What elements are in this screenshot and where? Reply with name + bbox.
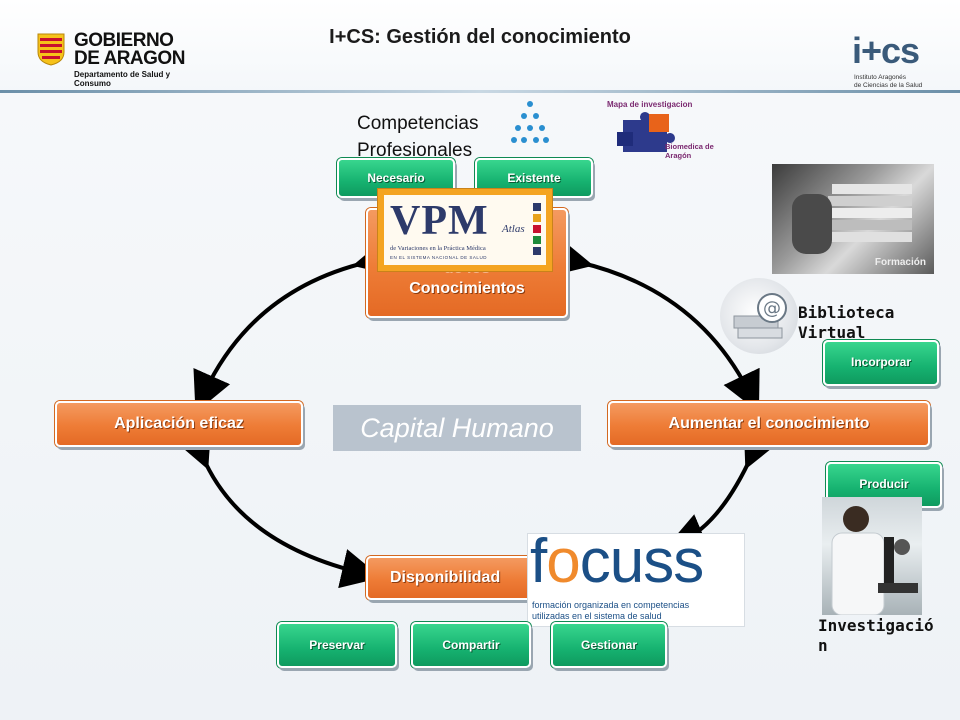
arrow-bottom-left: [174, 425, 382, 589]
incorporar-button[interactable]: Incorporar: [823, 340, 939, 386]
formacion-caption: Formación: [874, 257, 926, 268]
vpm-atlas-word: Atlas: [502, 223, 525, 235]
capital-humano-label: Capital Humano: [333, 405, 581, 451]
header-divider: [0, 90, 960, 93]
formacion-photo: Formación: [772, 164, 934, 274]
vpm-subtitle: de Variaciones en la Práctica Médica: [390, 245, 486, 252]
mapa-logo-line2: Biomedica de Aragón: [665, 142, 714, 160]
compartir-label: Compartir: [442, 638, 500, 652]
gobierno-logo-line3: Departamento de Salud y Consumo: [74, 70, 171, 88]
investigacion-label: Investigació n: [818, 616, 958, 656]
focuss-tagline1: formación organizada en competencias: [532, 600, 690, 610]
vpm-logo-panel: VPM Atlas de Variaciones en la Práctica …: [384, 195, 546, 265]
preservar-label: Preservar: [309, 638, 365, 652]
compartir-button[interactable]: Compartir: [411, 622, 531, 668]
vpm-word: VPM: [390, 198, 489, 244]
investigacion-line2: n: [818, 636, 828, 655]
biblioteca-line1: Biblioteca: [798, 303, 895, 322]
gestionar-button[interactable]: Gestionar: [551, 622, 667, 668]
gobierno-logo-line1: GOBIERNO: [74, 30, 174, 51]
focuss-logo: focuss formación organizada en competenc…: [527, 527, 745, 627]
incorporar-label: Incorporar: [850, 355, 911, 369]
existente-label: Existente: [507, 171, 561, 185]
focuss-word: focuss: [530, 526, 704, 597]
focuss-word-rest: cuss: [579, 527, 704, 596]
competencias-label: Competencias Profesionales: [357, 110, 478, 164]
vpm-atlas-logo: VPM Atlas de Variaciones en la Práctica …: [377, 188, 553, 272]
vpm-subtitle2: EN EL SISTEMA NACIONAL DE SALUD: [390, 255, 487, 260]
biblioteca-virtual-icon: @: [720, 278, 798, 354]
books-stack-icon: [792, 184, 912, 254]
focuss-word-f: f: [530, 527, 547, 596]
biblioteca-line2: Virtual: [798, 323, 866, 342]
gobierno-logo-line2: DE ARAGON: [74, 48, 185, 69]
mapa-logo-line1: Mapa de investigacion: [607, 100, 693, 109]
ics-logo-sub2: de Ciencias de la Salud: [854, 82, 923, 89]
competencias-line1: Competencias: [357, 113, 479, 134]
gobierno-aragon-logo: GOBIERNO DE ARAGON Departamento de Salud…: [36, 30, 196, 88]
gestionar-label: Gestionar: [580, 638, 637, 652]
at-sign-icon: @: [733, 293, 787, 339]
focuss-word-o: o: [546, 527, 580, 596]
aragon-shield-icon: [37, 33, 65, 66]
preservar-button[interactable]: Preservar: [277, 622, 397, 668]
arrow-top-left: [193, 236, 396, 413]
ics-logo: i+cs Instituto Aragonés de Ciencias de l…: [852, 30, 952, 90]
investigacion-line1: Investigació: [818, 616, 934, 635]
researcher-microscope-icon: [831, 506, 918, 615]
page-title: I+CS: Gestión del conocimiento: [329, 26, 631, 48]
arrow-top-right: [550, 237, 760, 413]
svg-text:@: @: [763, 298, 781, 319]
ics-logo-mark: i+cs: [852, 30, 920, 71]
focuss-tagline2: utilizadas en el sistema de salud: [532, 611, 662, 621]
ics-logo-sub1: Instituto Aragonés: [854, 74, 907, 81]
aumentar-conocimiento-box[interactable]: Aumentar el conocimiento: [608, 401, 930, 447]
biblioteca-virtual-label: Biblioteca Virtual: [798, 303, 894, 343]
producir-label: Producir: [859, 477, 909, 491]
aplicacion-eficaz-label: Aplicación eficaz: [114, 415, 244, 432]
disponibilidad-label: Disponibilidad: [390, 569, 501, 586]
aplicacion-eficaz-box[interactable]: Aplicación eficaz: [55, 401, 303, 447]
header-band: [0, 0, 960, 92]
competencias-line2: Profesionales: [357, 140, 473, 161]
mapa-investigacion-logo: Mapa de investigacion Biomedica de Aragó…: [605, 98, 740, 160]
investigacion-photo: [822, 497, 922, 615]
necesario-label: Necesario: [367, 171, 425, 185]
vpm-color-squares: [533, 203, 541, 259]
aumentar-conocimiento-label: Aumentar el conocimiento: [668, 415, 870, 432]
conocimientos-label: Conocimientos: [409, 280, 525, 297]
puzzle-icon: [617, 112, 675, 152]
